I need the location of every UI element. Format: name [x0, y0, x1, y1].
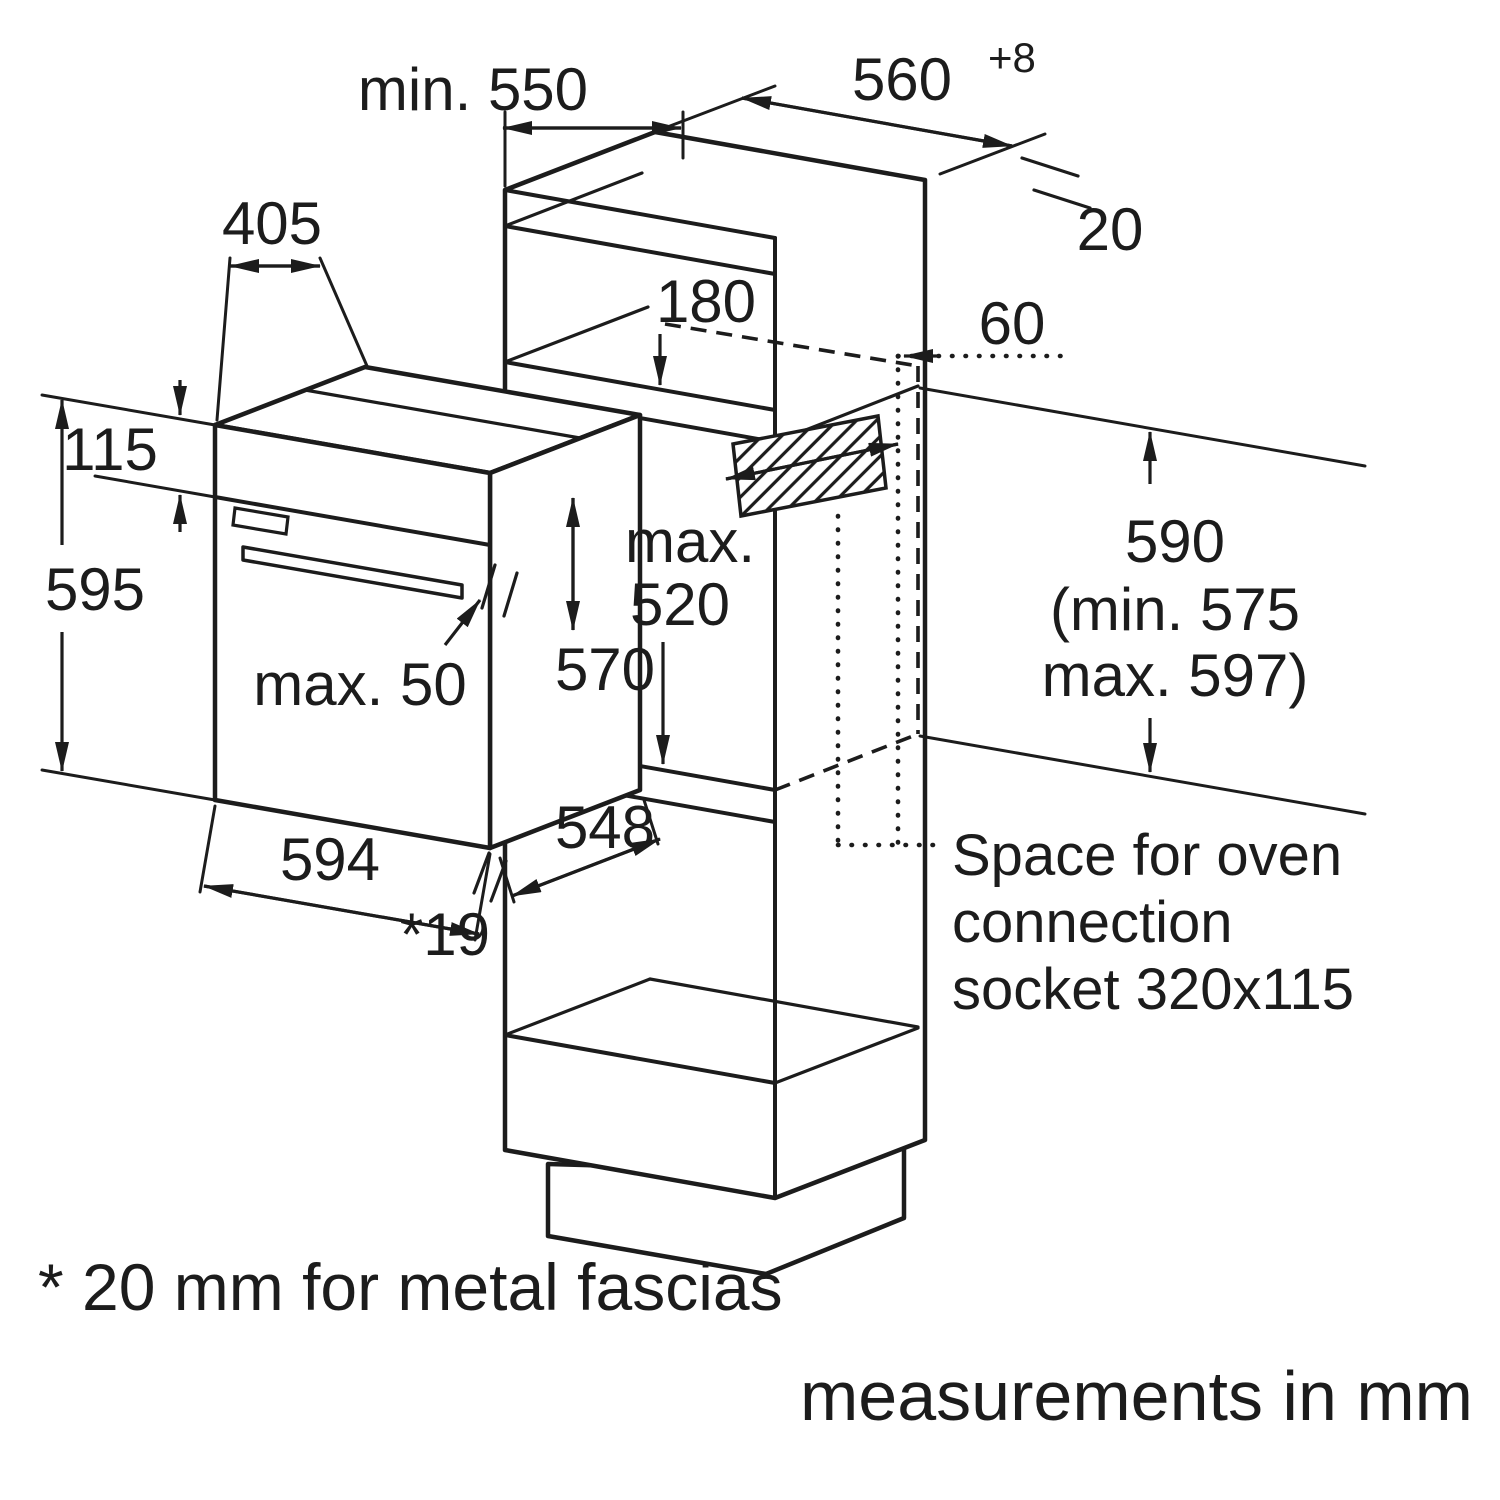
socket-note: Space for oven connection socket 320x115: [952, 823, 1354, 1022]
dim-line: [203, 884, 480, 936]
leader-arrow: [443, 599, 482, 646]
dim-label-min-550: min. 550: [358, 56, 588, 123]
oven-top-step-edge: [303, 388, 582, 440]
dim-line: [725, 442, 899, 481]
ext-line: [668, 84, 777, 128]
oven-front-face: [212, 422, 493, 851]
tick: [480, 563, 497, 610]
tick: [489, 859, 508, 903]
ext-line: [642, 798, 660, 846]
dim-label-60: 60: [979, 290, 1046, 357]
dim-label-590: 590: [1125, 508, 1225, 575]
dim-label-548: 548: [555, 794, 655, 861]
dim-180: 180: [653, 268, 756, 386]
lower-floor-edge: [648, 977, 920, 1029]
dim-label-max-word: max.: [625, 508, 755, 575]
ext-line: [938, 132, 1047, 176]
dim-label-19: *19: [400, 901, 490, 968]
ext-line: [198, 804, 217, 894]
ext-line: [918, 386, 1367, 468]
dim-19: *19: [400, 851, 508, 968]
socket-note-line1: Space for oven: [952, 823, 1342, 888]
dim-label-520: 520: [630, 571, 730, 638]
dim-min-550: min. 550: [358, 56, 685, 188]
dim-line: [741, 96, 1013, 148]
tick: [1032, 188, 1092, 210]
dim-570: 570: [555, 497, 655, 703]
dim-label-590-max: max. 597): [1042, 642, 1309, 709]
ext-line: [40, 393, 217, 427]
dim-label-115: 115: [62, 416, 158, 483]
dim-label-560: 560: [852, 46, 952, 113]
ext-line: [93, 474, 217, 499]
dim-max-50: max. 50: [253, 563, 519, 718]
dim-max-520: max. 520: [625, 508, 755, 765]
oven: [212, 364, 643, 851]
socket-note-line3: socket 320x115: [952, 957, 1354, 1022]
dim-115: 115: [40, 380, 217, 532]
tick: [502, 571, 519, 618]
shelf-edge: [503, 305, 650, 364]
shelf-edge: [503, 360, 777, 412]
ext-line: [918, 734, 1367, 816]
dim-label-595: 595: [45, 556, 145, 623]
cabinet-edge: [503, 171, 644, 228]
cabinet-edge: [503, 224, 777, 276]
lower-floor-edge: [503, 977, 652, 1037]
dim-label-570: 570: [555, 636, 655, 703]
socket-region-outline: [835, 353, 945, 848]
dim-590: 590 (min. 575 max. 597): [918, 386, 1367, 816]
dim-560: 560 +8: [668, 34, 1047, 176]
oven-display: [231, 506, 290, 536]
dim-405: 405: [215, 190, 369, 422]
dim-label-20: 20: [1077, 196, 1144, 263]
dim-label-max-50: max. 50: [253, 651, 466, 718]
units-note: measurements in mm: [800, 1357, 1473, 1435]
tick: [472, 851, 491, 895]
hidden-edge: [664, 322, 919, 368]
dim-594: 594: [198, 804, 492, 942]
dim-548: 548: [498, 794, 661, 904]
ext-line: [40, 768, 217, 802]
dim-label-590-min: (min. 575: [1050, 576, 1300, 643]
dim-595: 595: [40, 399, 217, 802]
cabinet-edge: [503, 188, 777, 240]
dim-20: 20: [1020, 156, 1144, 263]
dim-label-180: 180: [656, 268, 756, 335]
lower-floor-edge: [773, 1026, 920, 1085]
socket-width-arrow: [725, 442, 899, 481]
footnote: * 20 mm for metal fascias: [38, 1250, 783, 1324]
lower-floor-edge: [503, 1033, 777, 1085]
oven-handle: [241, 545, 464, 600]
dim-label-594: 594: [280, 826, 380, 893]
dim-label-405: 405: [222, 190, 322, 257]
oven-side-face: [487, 412, 643, 851]
dim-line: [511, 837, 661, 898]
socket-note-line2: connection: [952, 890, 1233, 955]
tick: [1020, 156, 1080, 178]
socket-hatch-area: [731, 413, 888, 519]
ext-line: [215, 256, 232, 422]
dim-label-560-tolerance: +8: [988, 34, 1036, 81]
oven-control-panel-edge: [213, 495, 492, 547]
dim-60: 60: [895, 290, 1065, 363]
ext-line: [318, 256, 369, 368]
